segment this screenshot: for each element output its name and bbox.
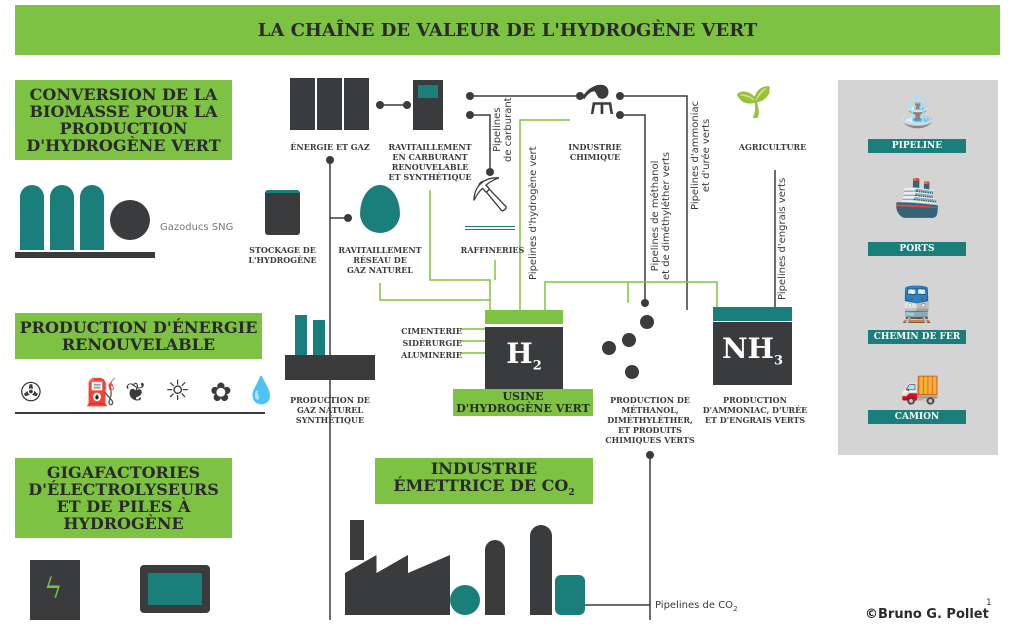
molecule-icon — [600, 310, 660, 385]
fertilizer-pipeline-label: Pipelines d'engrais verts — [777, 177, 788, 300]
transport-truck: CAMION — [868, 410, 966, 424]
h2-block: H2 — [485, 327, 563, 389]
methanol-production-label: PRODUCTION DE MÉTHANOL, DIMÉTHYLÉTHER, E… — [605, 395, 695, 445]
co2-subscript: 2 — [568, 488, 575, 499]
energy-gas-label: ÉNERGIE ET GAZ — [290, 142, 370, 152]
gas-flame-icon — [360, 185, 400, 233]
section-biomass: CONVERSION DE LA BIOMASSE POUR LA PRODUC… — [15, 80, 232, 160]
refuel-label: RAVITAILLEMENT EN CARBURANT RENOUVELABLE… — [388, 142, 472, 182]
section-emitting-label: INDUSTRIE ÉMETTRICE DE CO — [393, 458, 569, 495]
section-renewable: PRODUCTION D'ÉNERGIE RENOUVELABLE — [15, 313, 262, 359]
energy-gas-icon — [290, 78, 370, 130]
fuel-pipeline-label: Pipelines de carburant — [492, 97, 514, 162]
pipeline-valve-icon: ⛲ — [899, 95, 937, 130]
aluminium-label: ALUMINERIE — [401, 350, 462, 360]
h2-plant-top-bar — [485, 310, 563, 324]
sng-pipeline-label: Gazoducs SNG — [160, 222, 234, 233]
transport-pipeline: PIPELINE — [868, 139, 966, 153]
co2-pipeline-label: Pipelines de CO2 — [655, 600, 738, 613]
electrolyser-icon: ϟ — [30, 560, 80, 620]
solar-icon: ☼ — [165, 374, 191, 407]
oil-pumpjack-icon: ⛏ — [465, 175, 515, 230]
ammonia-pipeline-label: Pipelines d'ammoniac et d'urée verts — [690, 100, 712, 210]
co2-pipeline-text: Pipelines de CO — [655, 600, 734, 611]
h2-symbol: H — [506, 337, 533, 370]
refineries-label: RAFFINERIES — [460, 245, 525, 255]
fuel-pump-icon — [413, 80, 443, 130]
transport-rail: CHEMIN DE FER — [868, 330, 966, 344]
emitting-industry-icon — [340, 510, 590, 620]
gas-grid-label: RAVITAILLEMENT RÉSEAU DE GAZ NATUREL — [338, 245, 422, 275]
truck-icon: 🚚 — [900, 368, 940, 406]
transport-ports: PORTS — [868, 242, 966, 256]
steel-label: SIDÉRURGIE — [402, 338, 463, 348]
nh3-symbol: NH — [721, 332, 774, 365]
nh3-block: NH3 — [713, 322, 792, 385]
sng-factory-icon — [285, 295, 375, 385]
biofuel-icon: ⛽ — [85, 378, 118, 408]
sng-production-label: PRODUCTION DE GAZ NATUREL SYNTHÉTIQUE — [290, 395, 370, 425]
cement-label: CIMENTERIE — [401, 326, 462, 336]
storage-label: STOCKAGE DE L'HYDROGÈNE — [248, 245, 317, 265]
port-ship-icon: 🚢 — [893, 175, 942, 219]
page-title: LA CHAÎNE DE VALEUR DE L'HYDROGÈNE VERT — [15, 5, 1000, 55]
water-drop-icon: 💧 — [245, 376, 278, 406]
methanol-pipeline-label: Pipelines de méthanol et de diméthyléthe… — [650, 151, 672, 280]
storage-barrel-icon — [265, 190, 300, 235]
bioenergy-icon: ✿ — [210, 378, 232, 408]
nh3-subscript: 3 — [774, 353, 784, 369]
h2-subscript: 2 — [532, 358, 542, 374]
chemical-industry-label: INDUSTRIE CHIMIQUE — [568, 142, 622, 162]
nh3-top-bar — [713, 307, 792, 321]
page-number: 1 — [986, 598, 992, 608]
train-tanker-icon: 🚆 — [895, 285, 939, 325]
h2-pipeline-label: Pipelines d'hydrogène vert — [528, 146, 539, 280]
chemical-flask-icon: ⚗ — [579, 78, 616, 124]
section-gigafactories: GIGAFACTORIES D'ÉLECTROLYSEURS ET DE PIL… — [15, 458, 232, 538]
fuel-cell-icon — [140, 565, 210, 613]
green-hydrogen-plant-label: USINE D'HYDROGÈNE VERT — [453, 389, 593, 416]
section-emitting-industry: INDUSTRIE ÉMETTRICE DE CO2 — [375, 458, 593, 504]
agriculture-label: AGRICULTURE — [738, 142, 807, 152]
ammonia-production-label: PRODUCTION D'AMMONIAC, D'URÉE ET D'ENGRA… — [702, 395, 808, 425]
renewable-energy-icons: ✇ ⛽ ❦ ☼ ✿ 💧 — [15, 372, 277, 414]
agriculture-hand-plant-icon: 🌱 — [735, 85, 773, 120]
co2-pipeline-subscript: 2 — [733, 605, 738, 613]
wind-turbine-icon: ✇ — [20, 378, 42, 408]
plant-icon: ❦ — [125, 378, 147, 408]
copyright-credit: ©Bruno G. Pollet — [865, 607, 989, 622]
biomass-plant-icon — [15, 170, 155, 260]
